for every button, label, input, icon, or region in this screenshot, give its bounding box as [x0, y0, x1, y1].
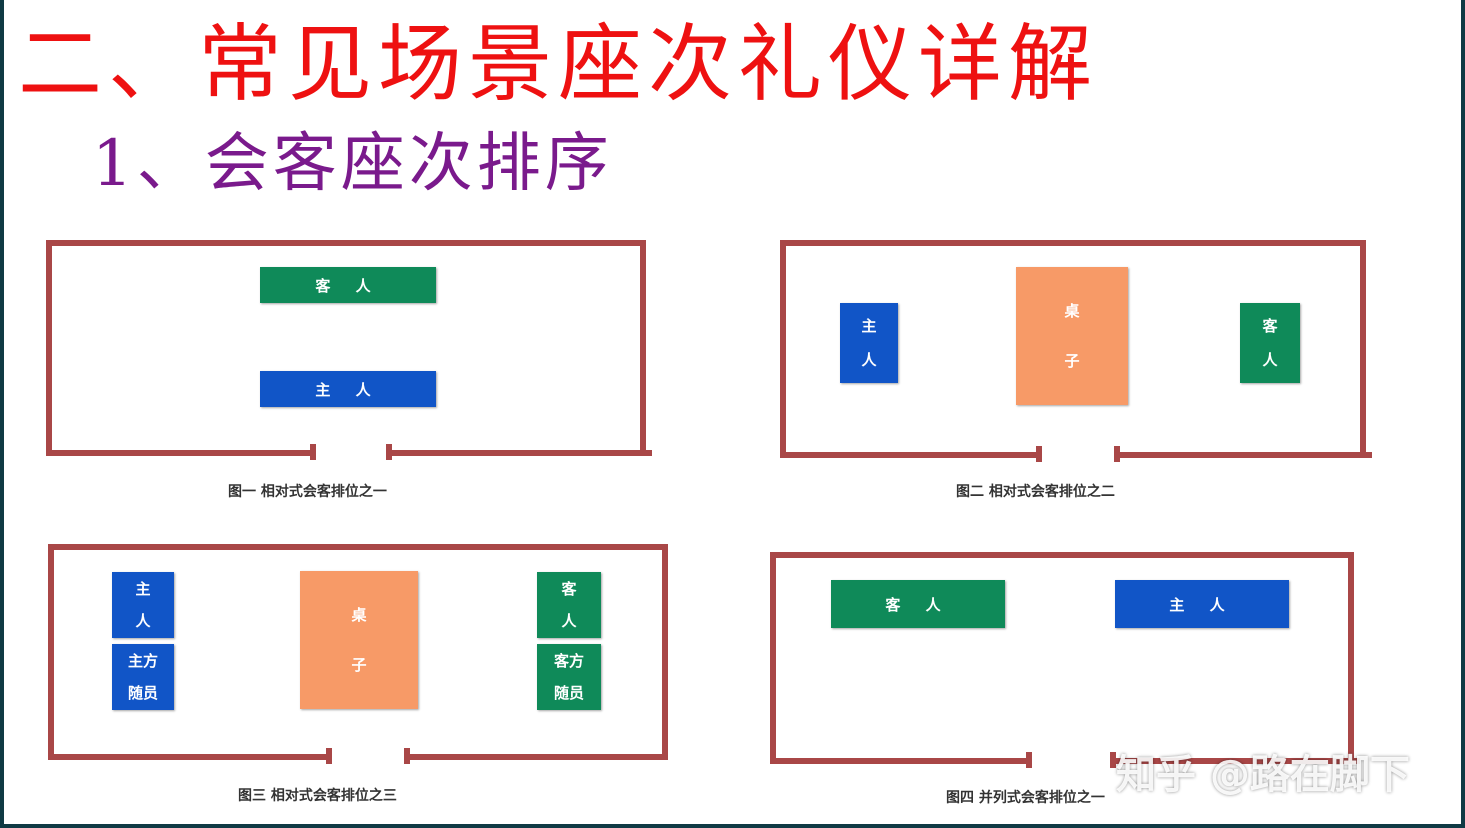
guest-char-1: 客: [1262, 317, 1278, 335]
wall-bottom-right: [1110, 758, 1360, 764]
guest-staff-seat: 客方 随员: [537, 644, 601, 710]
table-char-1: 桌: [351, 606, 367, 624]
table-char-2: 子: [351, 656, 367, 674]
table-char-2: 子: [1064, 352, 1080, 370]
guest-seat: 客 人: [260, 267, 436, 303]
room-fig3: [48, 544, 668, 764]
room-fig4: [770, 552, 1360, 768]
door-post-right: [1110, 752, 1116, 768]
page-title: 二、常见场景座次礼仪详解: [18, 15, 1099, 113]
guest-staff-line-1: 客方: [553, 652, 584, 670]
wall-bottom-right: [404, 754, 668, 760]
host-seat: 主 人: [112, 572, 174, 638]
wall-bottom-left: [770, 758, 1030, 764]
host-seat: 主 人: [260, 371, 436, 407]
section-subtitle: 1、会客座次排序: [92, 127, 613, 201]
host-staff-line-1: 主方: [127, 652, 158, 670]
room-fig1: [46, 240, 652, 460]
guest-char-1: 客: [561, 580, 577, 598]
wall-bottom-left: [46, 450, 314, 456]
guest-seat: 客 人: [831, 580, 1005, 628]
table: 桌 子: [1016, 267, 1128, 405]
guest-char-2: 人: [1262, 351, 1278, 369]
door-post-left: [1026, 752, 1032, 768]
wall-bottom-right: [386, 450, 652, 456]
door-post-left: [310, 444, 316, 460]
guest-staff-line-2: 随员: [553, 684, 584, 702]
door-post-left: [1036, 446, 1042, 462]
guest-seat: 客 人: [1240, 303, 1300, 383]
caption-fig1: 图一 相对式会客排位之一: [228, 484, 387, 500]
caption-fig4: 图四 并列式会客排位之一: [946, 790, 1105, 806]
door-post-right: [386, 444, 392, 460]
wall-bottom-left: [48, 754, 330, 760]
caption-fig2: 图二 相对式会客排位之二: [956, 484, 1115, 500]
host-char-1: 主: [135, 580, 151, 598]
caption-fig3: 图三 相对式会客排位之三: [238, 788, 397, 804]
host-seat: 主 人: [1115, 580, 1289, 628]
host-char-1: 主: [861, 317, 877, 335]
host-char-2: 人: [861, 351, 877, 369]
wall-bottom-left: [780, 452, 1040, 458]
host-staff-seat: 主方 随员: [112, 644, 174, 710]
wall-bottom-right: [1114, 452, 1372, 458]
host-seat: 主 人: [840, 303, 898, 383]
host-char-2: 人: [135, 612, 151, 630]
door-post-right: [404, 748, 410, 764]
door-post-right: [1114, 446, 1120, 462]
host-staff-line-2: 随员: [127, 684, 158, 702]
door-post-left: [326, 748, 332, 764]
table: 桌 子: [300, 571, 418, 709]
table-char-1: 桌: [1064, 302, 1080, 320]
watermark: 知乎 @路在脚下: [1116, 752, 1410, 798]
guest-char-2: 人: [561, 612, 577, 630]
room-fig2: [780, 240, 1372, 462]
guest-seat: 客 人: [537, 572, 601, 638]
